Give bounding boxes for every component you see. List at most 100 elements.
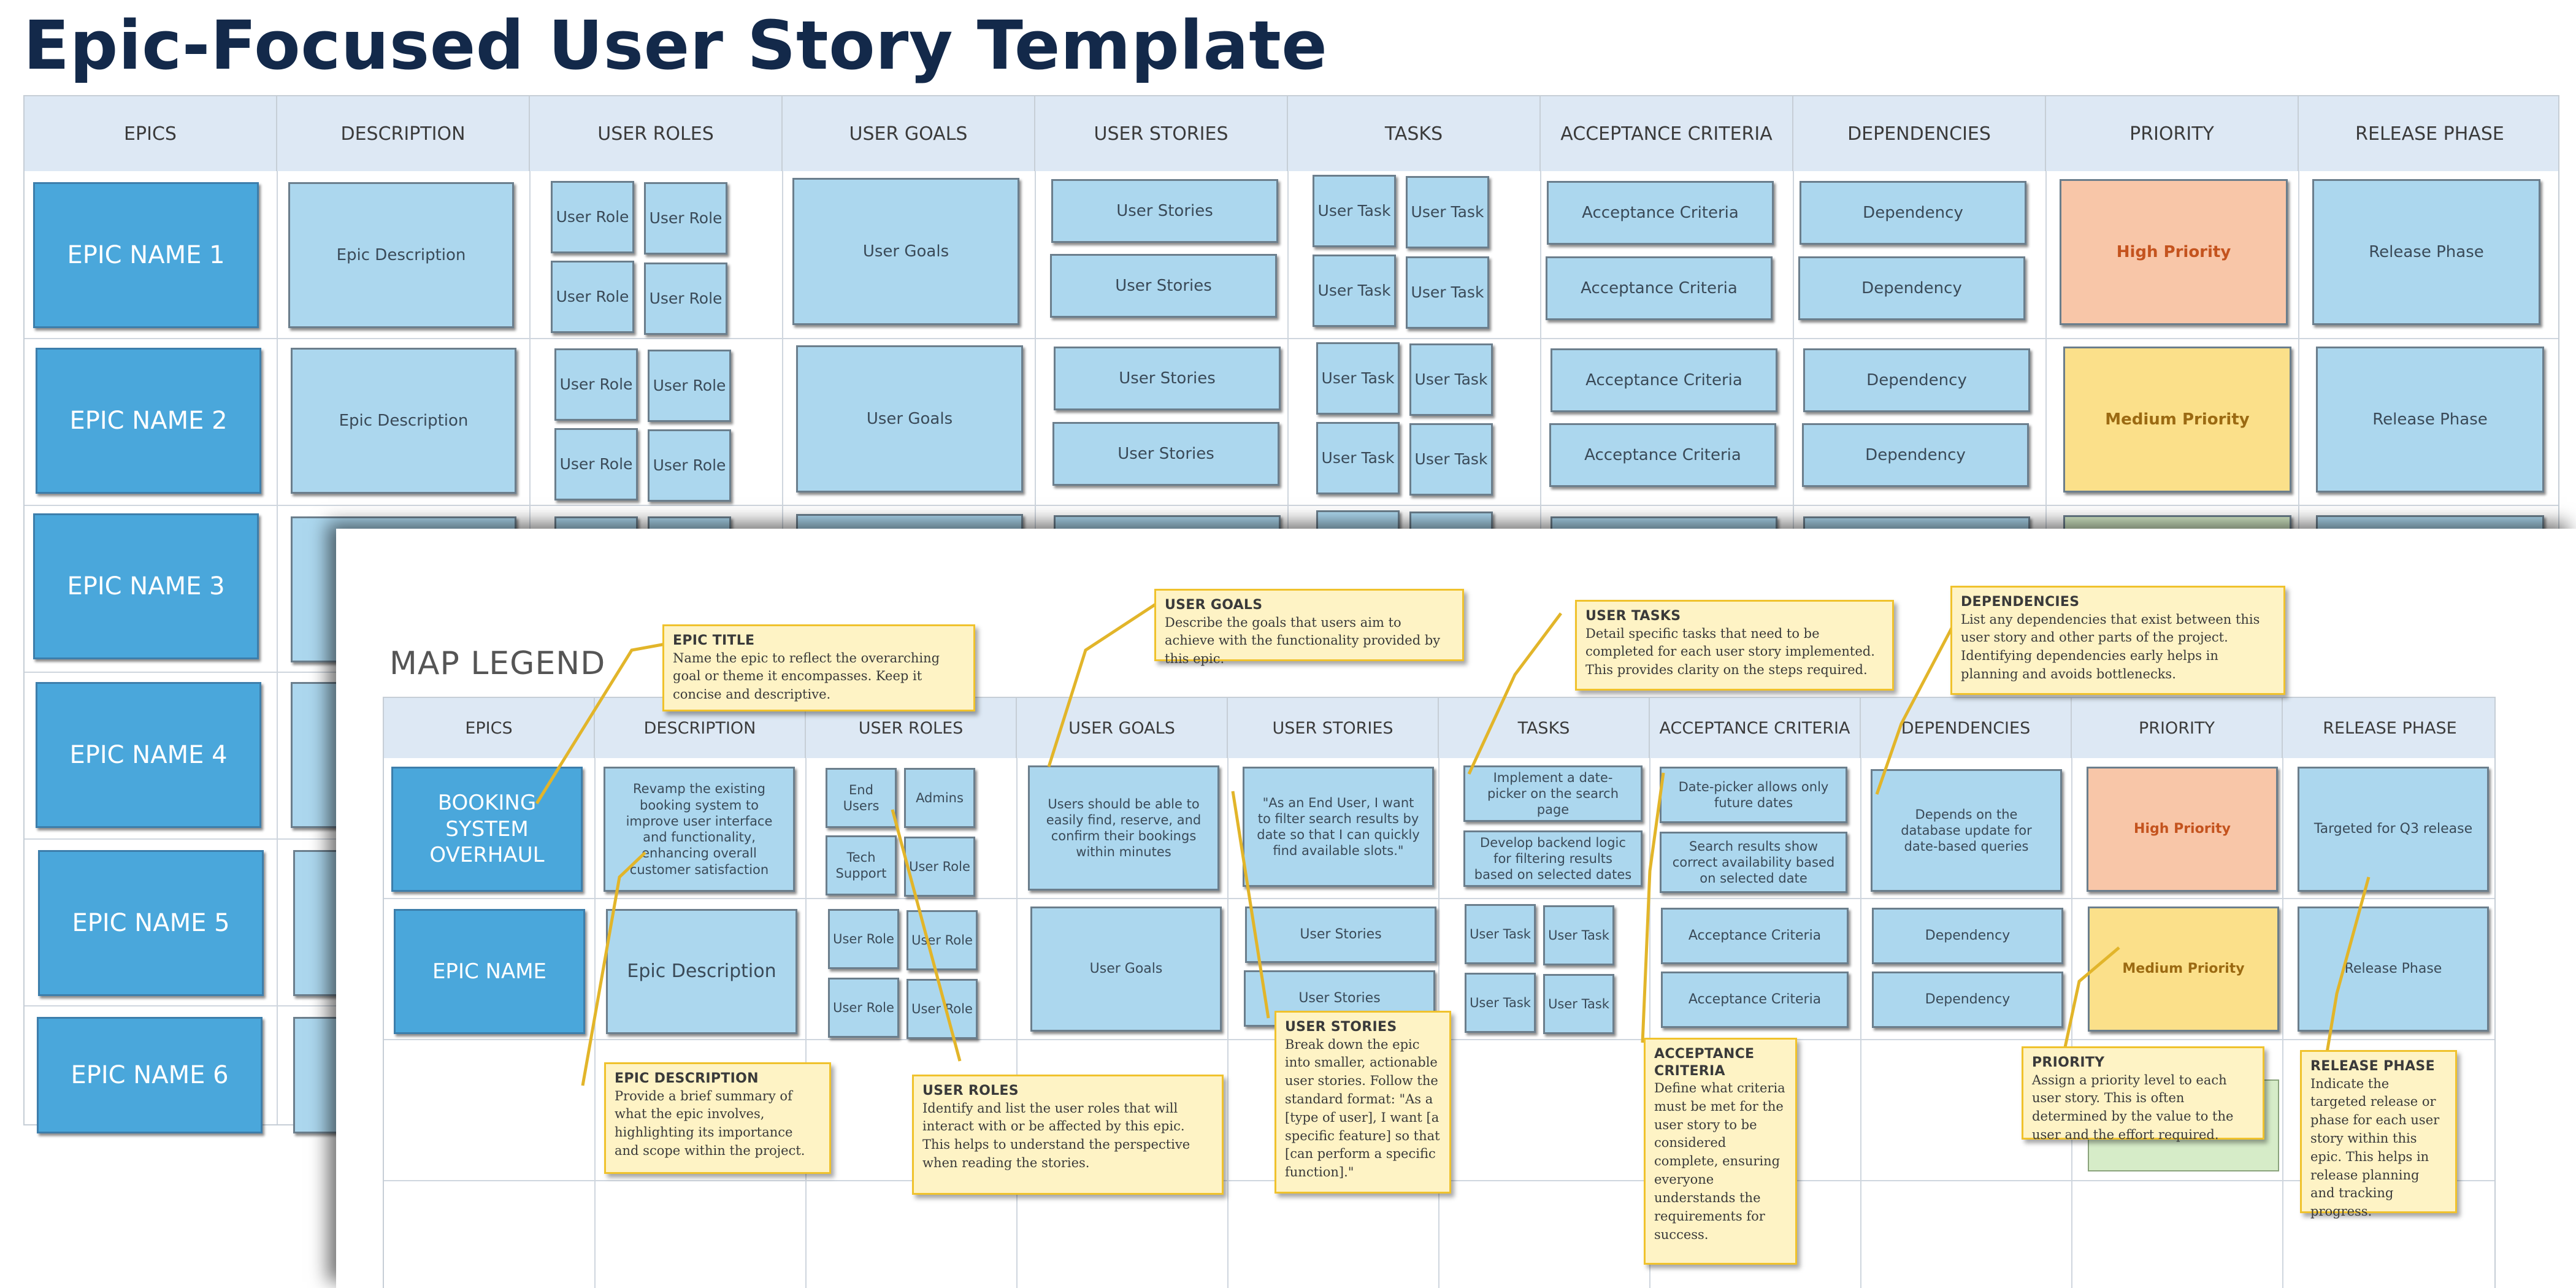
acceptance-criteria-card[interactable]: Acceptance Criteria [1546,256,1773,320]
user-role-card[interactable]: User Role [644,182,727,255]
legend-goal-card[interactable]: Users should be able to easily find, res… [1028,765,1219,891]
header-user-goals: USER GOALS [783,96,1035,171]
legend-acceptance-card[interactable]: Acceptance Criteria [1661,908,1849,964]
legend-user-role-card[interactable]: User Role [907,910,978,970]
user-role-card[interactable]: User Role [551,181,634,253]
page-title: Epic-Focused User Story Template [23,6,1328,85]
user-stories-card[interactable]: User Stories [1051,179,1278,243]
description-card[interactable]: Epic Description [288,182,514,328]
legend-task-card[interactable]: Implement a date-picker on the search pa… [1463,765,1643,822]
epic-card[interactable]: EPIC NAME 4 [36,682,261,828]
description-card[interactable]: Epic Description [291,348,516,494]
legend-description-card[interactable]: Epic Description [606,909,797,1034]
legend-medium-priority-card[interactable]: Medium Priority [2088,907,2279,1032]
legend-role-admins[interactable]: Admins [904,768,975,828]
acceptance-criteria-card[interactable]: Acceptance Criteria [1549,423,1776,487]
dependency-card[interactable]: Dependency [1802,423,2029,487]
user-stories-card[interactable]: User Stories [1050,254,1277,318]
user-role-card[interactable]: User Role [648,350,731,422]
medium-priority-card[interactable]: Medium Priority [2063,347,2291,493]
legend-high-priority-card[interactable]: High Priority [2087,767,2278,892]
dependency-card[interactable]: Dependency [1798,256,2025,320]
legend-task-card[interactable]: User Task [1543,974,1614,1034]
legend-dependency-card[interactable]: Dependency [1872,908,2063,964]
legend-task-card[interactable]: User Task [1465,904,1536,964]
user-task-card[interactable]: User Task [1316,342,1400,415]
column-divider [1016,758,1018,1288]
legend-header-release-phase: RELEASE PHASE [2283,698,2494,758]
row-divider [25,338,2558,339]
legend-stories-card[interactable]: User Stories [1245,907,1436,963]
legend-acceptance-card[interactable]: Acceptance Criteria [1661,972,1849,1028]
legend-task-card[interactable]: User Task [1543,905,1614,965]
legend-goals-card[interactable]: User Goals [1030,907,1222,1032]
legend-release-card[interactable]: Release Phase [2298,907,2489,1032]
note-title: EPIC TITLE [673,633,755,648]
note-epic-description: EPIC DESCRIPTION Provide a brief summary … [604,1062,831,1174]
user-task-card[interactable]: User Task [1406,176,1489,248]
user-goals-card[interactable]: User Goals [796,345,1023,493]
header-priority: PRIORITY [2046,96,2299,171]
legend-story-card[interactable]: "As an End User, I want to filter search… [1243,767,1434,887]
legend-epic-card[interactable]: EPIC NAME [394,909,585,1034]
legend-description-card[interactable]: Revamp the existing booking system to im… [604,767,795,892]
user-task-card[interactable]: User Task [1406,256,1489,329]
legend-user-role-card[interactable]: User Role [828,978,899,1038]
legend-acceptance-card[interactable]: Date-picker allows only future dates [1660,767,1847,823]
epic-card[interactable]: EPIC NAME 6 [37,1017,263,1133]
header-epics: EPICS [25,96,277,171]
legend-role-user-role[interactable]: User Role [904,837,975,897]
header-user-roles: USER ROLES [530,96,783,171]
user-role-card[interactable]: User Role [554,348,638,421]
legend-acceptance-card[interactable]: Search results show correct availability… [1660,832,1847,893]
user-task-card[interactable]: User Task [1316,422,1400,494]
user-task-card[interactable]: User Task [1409,423,1493,496]
high-priority-card[interactable]: High Priority [2060,179,2288,325]
note-body: Identify and list the user roles that wi… [922,1100,1190,1170]
legend-header-tasks: TASKS [1439,698,1650,758]
release-phase-card[interactable]: Release Phase [2312,179,2540,325]
legend-user-role-card[interactable]: User Role [907,979,978,1039]
user-role-card[interactable]: User Role [644,263,727,335]
legend-user-role-card[interactable]: User Role [828,909,899,969]
user-stories-card[interactable]: User Stories [1054,347,1281,410]
legend-task-card[interactable]: User Task [1465,973,1536,1033]
legend-epic-card[interactable]: BOOKING SYSTEM OVERHAUL [391,767,583,892]
note-body: Name the epic to reflect the overarching… [673,650,940,702]
acceptance-criteria-card[interactable]: Acceptance Criteria [1547,181,1774,245]
legend-task-card[interactable]: Develop backend logic for filtering resu… [1463,830,1643,887]
note-title: DEPENDENCIES [1961,594,2080,610]
epic-card[interactable]: EPIC NAME 3 [33,513,259,659]
legend-role-end-users[interactable]: End Users [826,768,897,828]
user-goals-card[interactable]: User Goals [792,178,1019,325]
legend-release-card[interactable]: Targeted for Q3 release [2298,767,2489,892]
row-divider [384,898,2494,899]
epic-card[interactable]: EPIC NAME 1 [33,182,259,328]
legend-dependency-card[interactable]: Dependency [1872,972,2063,1028]
release-phase-card[interactable]: Release Phase [2316,347,2544,493]
header-tasks: TASKS [1288,96,1541,171]
user-stories-card[interactable]: User Stories [1052,422,1279,486]
header-dependencies: DEPENDENCIES [1793,96,2046,171]
dependency-card[interactable]: Dependency [1803,348,2030,412]
note-body: Provide a brief summary of what the epic… [615,1088,805,1158]
dependency-card[interactable]: Dependency [1800,181,2026,245]
note-title: ACCEPTANCE CRITERIA [1654,1046,1755,1079]
user-task-card[interactable]: User Task [1313,255,1396,327]
user-task-card[interactable]: User Task [1313,175,1396,247]
header-acceptance-criteria: ACCEPTANCE CRITERIA [1541,96,1793,171]
epic-card[interactable]: EPIC NAME 2 [36,348,261,494]
header-user-stories: USER STORIES [1035,96,1288,171]
legend-dependency-card[interactable]: Depends on the database update for date-… [1871,769,2062,892]
epic-card[interactable]: EPIC NAME 5 [38,850,264,996]
legend-role-tech-support[interactable]: Tech Support [826,835,897,895]
user-role-card[interactable]: User Role [551,261,634,333]
user-role-card[interactable]: User Role [648,429,731,502]
note-title: EPIC DESCRIPTION [615,1071,759,1086]
user-task-card[interactable]: User Task [1409,343,1493,416]
acceptance-criteria-card[interactable]: Acceptance Criteria [1551,348,1777,412]
legend-header-epics: EPICS [384,698,595,758]
user-role-card[interactable]: User Role [554,428,638,500]
